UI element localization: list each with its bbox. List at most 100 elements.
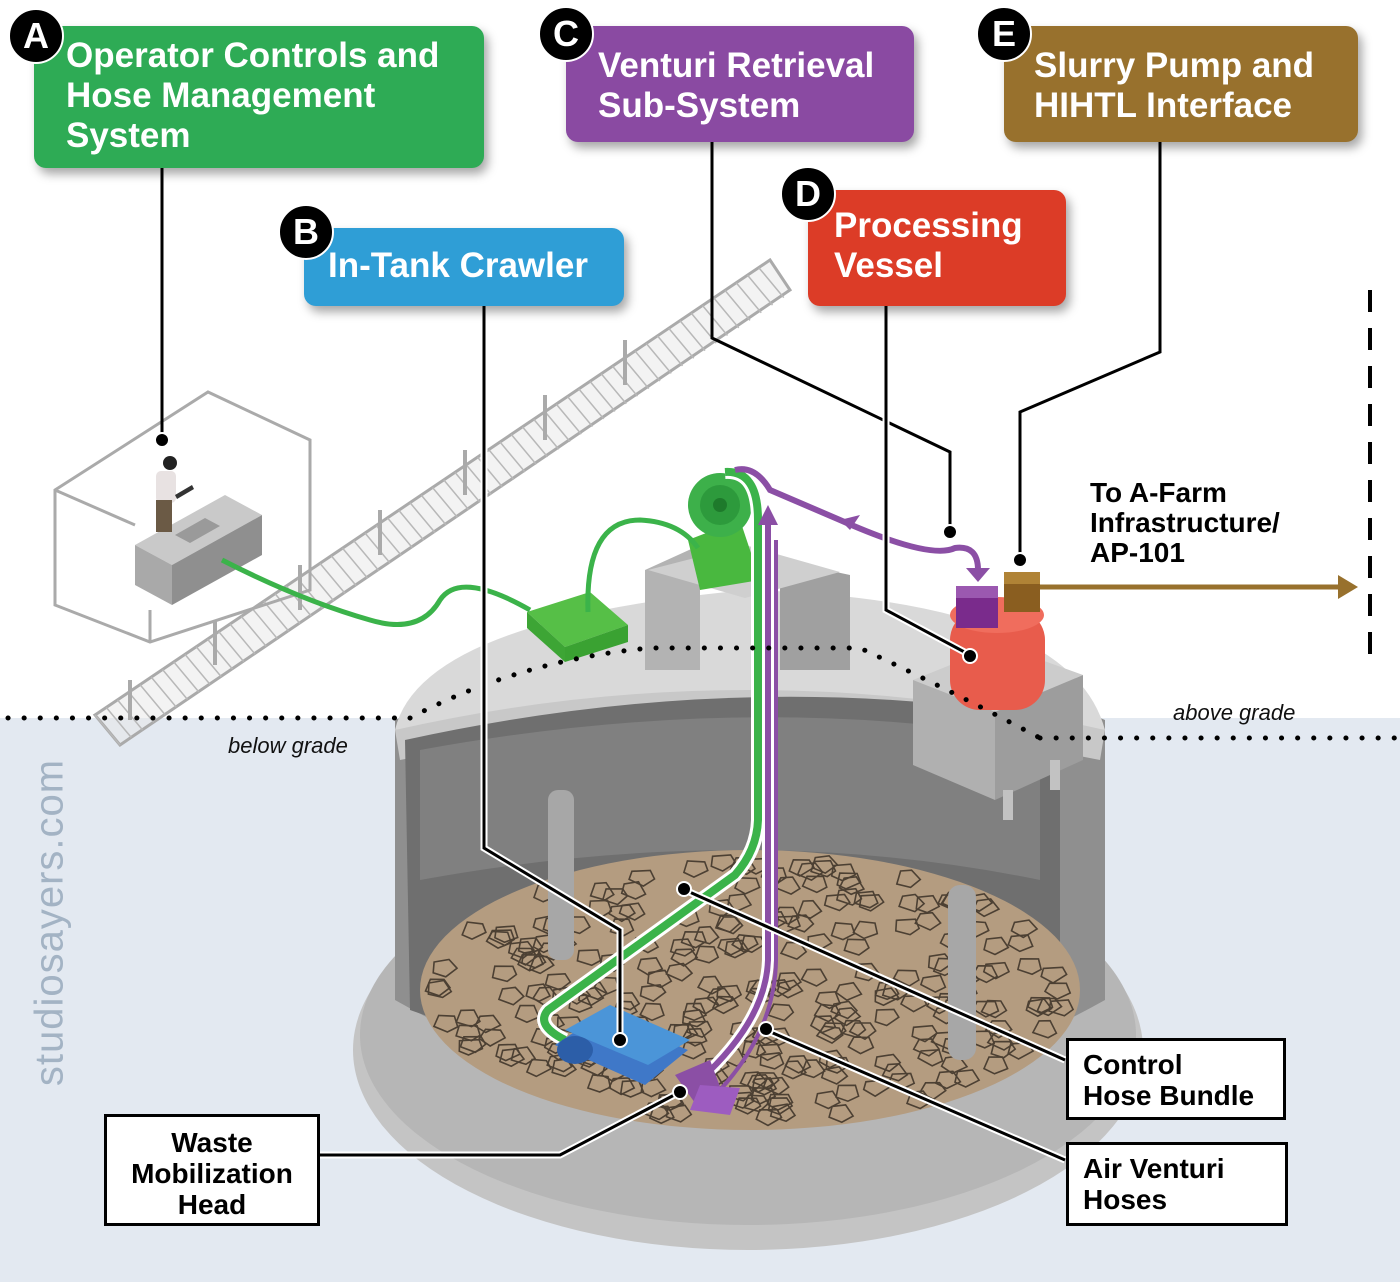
waste-crack-cell — [835, 981, 863, 1002]
control-hose-bundle — [537, 464, 765, 1047]
fence-mesh-strand — [679, 320, 706, 352]
waste-crack-cell — [682, 1002, 708, 1022]
fence-mesh-strand — [319, 562, 346, 594]
waste-crack-cell — [788, 858, 816, 877]
waste-crack-cell — [670, 948, 699, 967]
waste-crack-cell — [1010, 919, 1039, 939]
waste-crack-cell — [589, 881, 615, 901]
destination-line-1: To A-Farm — [1090, 477, 1227, 508]
waste-crack-cell — [741, 1039, 767, 1059]
waste-crack-cell — [714, 914, 742, 933]
fence-mesh-strand — [600, 373, 627, 405]
waste-crack-cell — [847, 1036, 875, 1055]
waste-crack-cell — [750, 1086, 777, 1105]
fence-mesh-strand — [589, 380, 616, 412]
waste-crack-cell — [461, 921, 487, 940]
fence-mesh-strand — [229, 623, 256, 655]
waste-crack-cell — [746, 1073, 775, 1093]
waste-crack-cell — [636, 957, 664, 976]
fence-mesh-strand — [566, 396, 594, 427]
fence-mesh-strand — [161, 669, 189, 700]
callout-e-line-1: Slurry Pump and — [1034, 46, 1315, 85]
fence-mesh-strand — [420, 494, 447, 526]
waste-crack-cell — [620, 880, 647, 900]
fence-mesh-strand — [623, 358, 650, 390]
fence-mesh-strand — [184, 653, 211, 685]
waste-crack-cell — [517, 937, 544, 956]
waste-crack-cell — [895, 869, 922, 889]
label-waste-mobilization-head: Waste Mobilization Head — [104, 1114, 320, 1226]
waste-crack-cell — [814, 990, 842, 1010]
waste-crack-cell — [669, 938, 696, 957]
fence-mesh-strand — [195, 646, 222, 678]
waste-crack-cell — [693, 925, 720, 945]
waste-crack-cell — [528, 955, 555, 975]
fence-mesh-strand — [206, 638, 234, 670]
callout-processing-vessel: Processing Vessel — [808, 190, 1066, 306]
waste-crack-cell — [427, 979, 453, 999]
waste-crack-cell — [1007, 934, 1034, 953]
fence-mesh-strand — [139, 684, 166, 716]
waste-crack-cell — [696, 975, 724, 995]
waste-crack-cell — [455, 1009, 481, 1028]
waste-crack-cell — [1040, 966, 1068, 984]
destination-label: To A-Farm Infrastructure/ AP-101 — [1090, 478, 1280, 568]
waste-crack-cell — [1036, 997, 1063, 1017]
fence-mesh-strand — [128, 691, 155, 723]
waste-mobilization-head-graphic — [675, 1060, 740, 1115]
fence-mesh-strand — [499, 441, 526, 473]
label-air-venturi-hoses: Air Venturi Hoses — [1066, 1142, 1288, 1226]
callout-in-tank-crawler: In-Tank Crawler — [304, 228, 624, 306]
callout-c-line-1: Venturi Retrieval — [598, 46, 875, 85]
waste-crack-cell — [474, 1014, 502, 1034]
waste-crack-cell — [881, 1062, 909, 1082]
waste-crack-cell — [680, 930, 707, 949]
waste-crack-cell — [848, 1022, 877, 1041]
fence-mesh-strand — [251, 608, 279, 640]
badge-b: B — [278, 204, 334, 260]
waste-crack-cell — [954, 1069, 981, 1088]
waste-crack-cell — [797, 899, 823, 920]
leader-lines — [160, 142, 1162, 1164]
waste-crack-cell — [681, 1009, 707, 1028]
callout-c-line-2: Sub-System — [598, 86, 801, 125]
destination-line-3: AP-101 — [1090, 537, 1185, 568]
operator-console — [135, 495, 262, 605]
waste-crack-cell — [525, 983, 552, 1003]
waste-crack-cell — [485, 930, 513, 949]
waste-crack-cell — [740, 934, 766, 954]
waste-crack-cell — [478, 1028, 507, 1047]
waste-crack-cell — [694, 945, 720, 964]
waste-crack-cell — [830, 863, 857, 882]
waste-crack-cell — [915, 894, 941, 914]
waste-crack-cell — [918, 1081, 947, 1101]
waste-crack-cell — [491, 965, 518, 983]
badge-c: C — [538, 6, 594, 62]
waste-crack-cell — [755, 1043, 783, 1062]
waste-crack-cell — [784, 1054, 812, 1074]
waste-crack-cell — [801, 875, 828, 894]
waste-crack-cell — [830, 922, 856, 941]
waste-crack-cell — [818, 1022, 847, 1041]
fence-mesh-strand — [634, 350, 661, 382]
waste-crack-cell — [905, 1090, 933, 1110]
waste-crack-cell — [874, 987, 900, 1007]
fence-mesh-strand — [308, 570, 335, 602]
waste-crack-cell — [820, 1065, 849, 1085]
fence-mesh-strand — [724, 289, 751, 321]
operator-control-cable — [220, 557, 532, 627]
waste-crack-cell — [796, 862, 824, 882]
callout-a-line-2: Hose Management — [66, 76, 376, 115]
waste-crack-cell — [894, 918, 921, 936]
waste-crack-cell — [823, 893, 851, 912]
callout-d-line-1: Processing — [834, 206, 1023, 245]
waste-crack-cell — [769, 1103, 797, 1123]
waste-crack-cell — [843, 938, 870, 956]
fence-mesh-strand — [668, 327, 695, 359]
fence-mesh-strand — [150, 676, 177, 708]
waste-crack-cell — [874, 1053, 902, 1073]
waste-crack-cell — [980, 999, 1008, 1019]
callout-e-line-2: HIHTL Interface — [1034, 86, 1293, 125]
